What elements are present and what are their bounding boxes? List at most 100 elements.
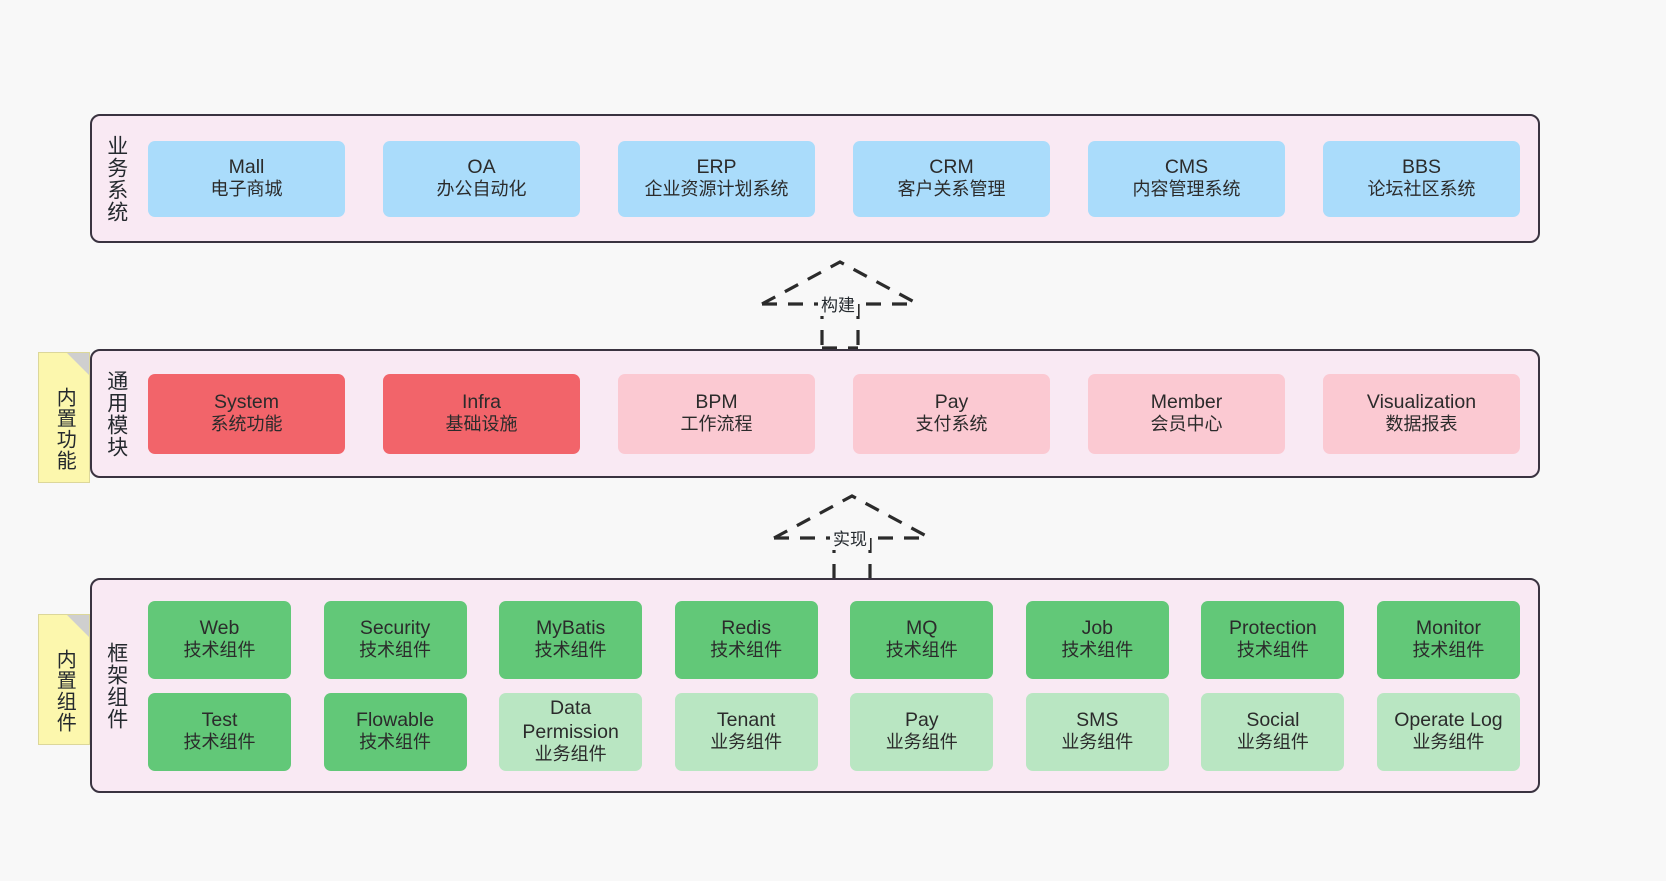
framework-row-technical: Web 技术组件 Security 技术组件 MyBatis 技术组件 Redi… [148,600,1520,679]
card-data-permission[interactable]: Data Permission 业务组件 [499,692,643,771]
card-title-cn: 技术组件 [183,640,256,661]
card-title-en: CMS [1164,155,1209,178]
card-erp[interactable]: ERP 企业资源计划系统 [618,140,815,217]
layer-title-business-system: 业务系统 [104,134,128,223]
layer-framework-component: 框架组件 Web 技术组件 Security 技术组件 MyBatis 技术组件… [90,578,1540,793]
card-title-en: SMS [1076,708,1119,731]
card-title-cn: 工作流程 [680,414,753,435]
card-job[interactable]: Job 技术组件 [1025,600,1169,679]
card-crm[interactable]: CRM 客户关系管理 [853,140,1050,217]
card-title-en: BPM [695,390,738,413]
card-social[interactable]: Social 业务组件 [1201,692,1345,771]
card-title-en: MQ [906,616,938,639]
card-title-cn: 业务组件 [1412,732,1485,753]
layer-body-business-system: Mall 电子商城 OA 办公自动化 ERP 企业资源计划系统 CRM 客户关系… [140,116,1538,241]
card-title-cn: 客户关系管理 [897,179,1006,200]
card-protection[interactable]: Protection 技术组件 [1201,600,1345,679]
layer-business-system: 业务系统 Mall 电子商城 OA 办公自动化 ERP 企业资源计划系统 CRM… [90,114,1540,243]
card-title-en: Data Permission [522,696,619,743]
card-title-en: Web [199,616,240,639]
card-infra[interactable]: Infra 基础设施 [383,373,580,454]
card-title-cn: 系统功能 [210,414,283,435]
card-mall[interactable]: Mall 电子商城 [148,140,345,217]
card-title-en: Pay [904,708,939,731]
card-operate-log[interactable]: Operate Log 业务组件 [1376,692,1520,771]
card-title-cn: 支付系统 [915,414,988,435]
card-mq[interactable]: MQ 技术组件 [850,600,994,679]
card-web[interactable]: Web 技术组件 [148,600,291,679]
card-mybatis[interactable]: MyBatis 技术组件 [499,600,643,679]
card-sms[interactable]: SMS 业务组件 [1025,692,1169,771]
card-pay[interactable]: Pay 支付系统 [853,373,1050,454]
card-title-en: Member [1150,390,1223,413]
card-title-en: Pay [934,390,969,413]
layer-body-common-module: System 系统功能 Infra 基础设施 BPM 工作流程 Pay 支付系统… [140,351,1538,476]
card-title-en: Infra [461,390,502,413]
card-title-cn: 基础设施 [445,414,518,435]
card-title-en: ERP [696,155,737,178]
card-title-en: Security [359,616,431,639]
card-title-cn: 技术组件 [1061,640,1134,661]
card-title-en: OA [467,155,496,178]
connector-build: 构建 [760,258,920,350]
card-title-en: Job [1081,616,1114,639]
card-test[interactable]: Test 技术组件 [148,692,291,771]
card-title-en: Protection [1228,616,1317,639]
card-title-cn: 业务组件 [710,732,783,753]
card-title-cn: 技术组件 [1236,640,1309,661]
note-builtin-function: 内置功能 [38,352,90,483]
card-title-cn: 企业资源计划系统 [644,179,789,200]
card-title-en: Operate Log [1394,708,1503,731]
card-title-en: Mall [228,155,265,178]
card-system[interactable]: System 系统功能 [148,373,345,454]
card-title-cn: 业务组件 [534,744,607,765]
note-fold-corner-icon [67,615,89,637]
card-title-cn: 技术组件 [359,732,432,753]
card-security[interactable]: Security 技术组件 [323,600,467,679]
card-title-cn: 业务组件 [1061,732,1134,753]
card-title-cn: 论坛社区系统 [1367,179,1476,200]
card-title-en: Social [1246,708,1300,731]
card-title-en: CRM [929,155,974,178]
layer-body-framework-component: Web 技术组件 Security 技术组件 MyBatis 技术组件 Redi… [140,580,1538,791]
note-label: 内置组件 [53,648,76,733]
card-title-cn: 技术组件 [885,640,958,661]
card-oa[interactable]: OA 办公自动化 [383,140,580,217]
card-bbs[interactable]: BBS 论坛社区系统 [1323,140,1520,217]
card-member[interactable]: Member 会员中心 [1088,373,1285,454]
connector-implement: 实现 [772,492,932,584]
card-title-cn: 技术组件 [183,732,256,753]
card-title-en: Redis [721,616,772,639]
card-visualization[interactable]: Visualization 数据报表 [1323,373,1520,454]
card-title-cn: 技术组件 [1412,640,1485,661]
card-title-cn: 技术组件 [359,640,432,661]
connector-label-build: 构建 [818,291,858,316]
card-pay-component[interactable]: Pay 业务组件 [850,692,994,771]
card-title-en: Visualization [1366,390,1477,413]
layer-title-framework-component: 框架组件 [104,641,128,730]
card-title-en: BBS [1401,155,1442,178]
card-title-en: Flowable [356,708,435,731]
framework-row-business: Test 技术组件 Flowable 技术组件 Data Permission … [148,692,1520,771]
card-title-en: Test [201,708,238,731]
card-cms[interactable]: CMS 内容管理系统 [1088,140,1285,217]
note-fold-corner-icon [67,353,89,375]
card-flowable[interactable]: Flowable 技术组件 [323,692,467,771]
card-tenant[interactable]: Tenant 业务组件 [674,692,818,771]
note-label: 内置功能 [53,386,76,471]
card-redis[interactable]: Redis 技术组件 [674,600,818,679]
card-title-en: Monitor [1415,616,1481,639]
card-monitor[interactable]: Monitor 技术组件 [1376,600,1520,679]
card-title-cn: 内容管理系统 [1132,179,1241,200]
card-title-cn: 技术组件 [710,640,783,661]
layer-common-module: 通用模块 System 系统功能 Infra 基础设施 BPM 工作流程 Pay… [90,349,1540,478]
card-title-cn: 会员中心 [1150,414,1223,435]
card-title-cn: 数据报表 [1385,414,1458,435]
card-title-en: MyBatis [535,616,606,639]
note-builtin-component: 内置组件 [38,614,90,745]
card-title-cn: 办公自动化 [436,179,527,200]
card-title-cn: 业务组件 [885,732,958,753]
card-title-cn: 电子商城 [210,179,283,200]
card-bpm[interactable]: BPM 工作流程 [618,373,815,454]
